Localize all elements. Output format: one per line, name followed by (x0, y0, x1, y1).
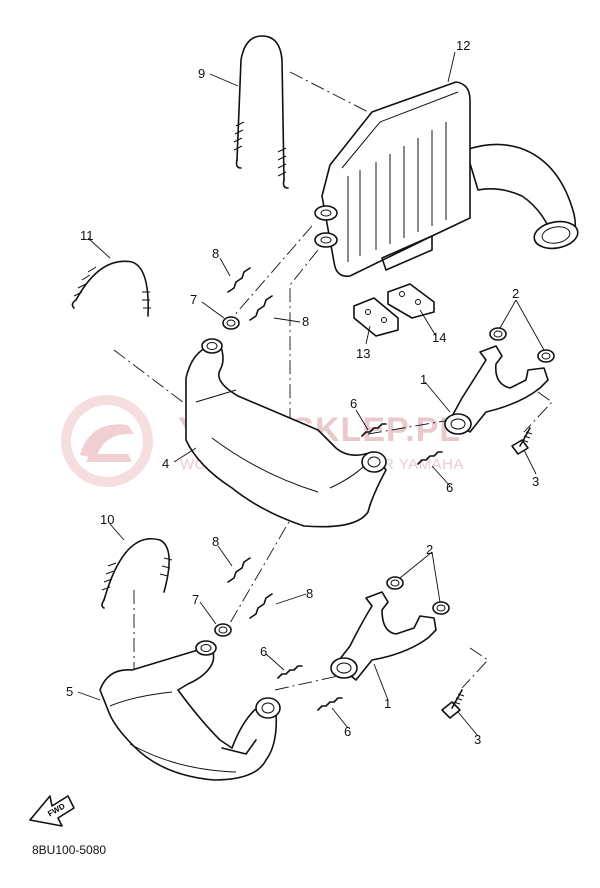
callout-8: 8 (302, 314, 309, 329)
callout-9: 9 (198, 66, 205, 81)
leader-lines (77, 51, 545, 737)
callout-5: 5 (66, 684, 73, 699)
forward-arrow-icon: FWD (29, 795, 75, 827)
callout-8: 8 (212, 534, 219, 549)
spring-11 (71, 260, 151, 317)
callout-6: 6 (260, 644, 267, 659)
callout-6: 6 (350, 396, 357, 411)
callout-1: 1 (420, 372, 427, 387)
callout-8: 8 (306, 586, 313, 601)
callout-2: 2 (426, 542, 433, 557)
silencer-pipe-lower (99, 640, 281, 781)
callout-1: 1 (384, 696, 391, 711)
callout-7: 7 (192, 592, 199, 607)
bolts (441, 427, 533, 719)
callout-12: 12 (456, 38, 470, 53)
diagram-code: 8BU100-5080 (32, 843, 106, 857)
callout-2: 2 (512, 286, 519, 301)
muffler-brackets (353, 283, 435, 337)
silencer-pipe-upper (185, 338, 387, 528)
callout-3: 3 (532, 474, 539, 489)
callout-3: 3 (474, 732, 481, 747)
callout-8: 8 (212, 246, 219, 261)
gaskets (214, 316, 555, 637)
callout-4: 4 (162, 456, 169, 471)
callout-14: 14 (432, 330, 446, 345)
callout-11: 11 (80, 228, 94, 243)
muffler (314, 81, 579, 278)
joint-pipe-lower (330, 591, 437, 681)
callout-13: 13 (356, 346, 370, 361)
callout-6: 6 (446, 480, 453, 495)
spring-9 (233, 35, 289, 189)
joint-pipe-upper (444, 345, 549, 435)
small-springs (227, 267, 443, 711)
callout-7: 7 (190, 292, 197, 307)
callout-6: 6 (344, 724, 351, 739)
watermark-logo (61, 395, 153, 487)
callout-numbers: 12 9 11 8 7 8 13 14 2 1 6 4 6 3 10 8 2 7… (66, 38, 539, 747)
callout-10: 10 (100, 512, 114, 527)
spring-10 (101, 538, 173, 609)
